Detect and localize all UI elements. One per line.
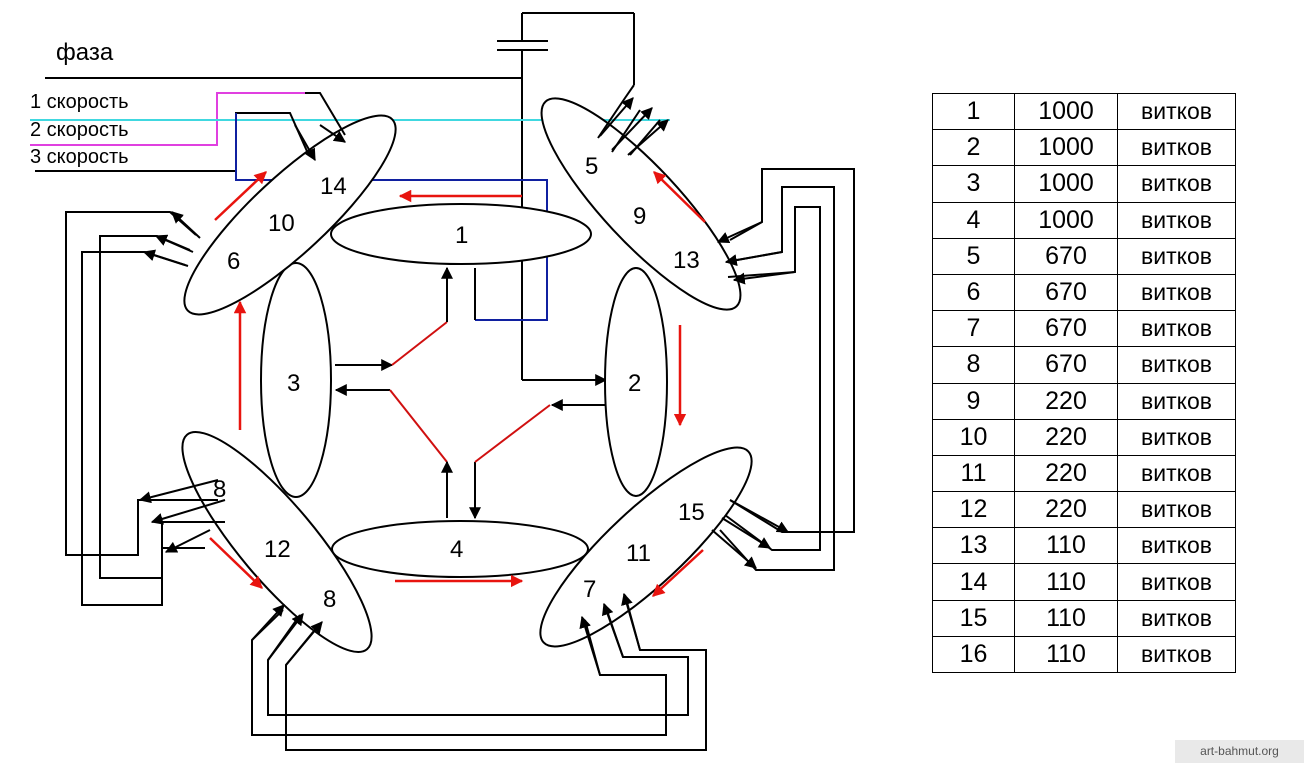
speed-1-label: 1 скорость (30, 91, 129, 113)
coil-number-cell: 14 (932, 563, 1015, 601)
turns-unit-cell: витков (1117, 237, 1236, 275)
phase-label: фаза (56, 39, 114, 66)
coil-number-cell: 13 (932, 527, 1015, 565)
turns-count-cell: 1000 (1014, 129, 1118, 167)
turns-count-cell: 110 (1014, 527, 1118, 565)
turns-count-cell: 220 (1014, 491, 1118, 529)
coil-4 (331, 520, 589, 578)
turns-count-cell: 1000 (1014, 165, 1118, 203)
turns-count-cell: 110 (1014, 635, 1118, 674)
turns-unit-cell: витков (1117, 346, 1236, 384)
coil-3 (260, 262, 332, 498)
coil-9-number: 9 (633, 203, 646, 230)
coil-number-cell: 8 (932, 346, 1015, 384)
coil-12-number: 12 (264, 536, 291, 563)
turns-unit-cell: витков (1117, 599, 1236, 637)
current-direction-arrows (209, 171, 706, 597)
coil-group-upper-right (540, 97, 742, 311)
turns-unit-cell: витков (1117, 92, 1236, 131)
inner-connections (334, 266, 606, 520)
coil-10-number: 10 (268, 210, 295, 237)
turns-unit-cell: витков (1117, 491, 1236, 529)
coil-5-number: 5 (585, 153, 598, 180)
coil-group-lower-right (539, 446, 753, 648)
coil-number-cell: 2 (932, 129, 1015, 167)
turns-unit-cell: витков (1117, 201, 1236, 239)
turns-unit-cell: витков (1117, 454, 1236, 493)
coil-number-cell: 5 (932, 237, 1015, 275)
coil-number-cell: 3 (932, 165, 1015, 203)
coil-8-upper-number: 8 (213, 476, 226, 503)
coil-13-number: 13 (673, 247, 700, 274)
coil-number-cell: 4 (932, 201, 1015, 239)
turns-unit-cell: витков (1117, 129, 1236, 167)
coil-6-number: 6 (227, 248, 240, 275)
turns-count-cell: 220 (1014, 382, 1118, 420)
coil-2 (604, 267, 668, 497)
coil-number-cell: 12 (932, 491, 1015, 529)
coil-8-lower-number: 8 (323, 586, 336, 613)
watermark: art-bahmut.org (1175, 740, 1304, 763)
turns-count-cell: 670 (1014, 237, 1118, 275)
turns-unit-cell: витков (1117, 310, 1236, 348)
coil-number-cell: 6 (932, 273, 1015, 312)
coil-1-number: 1 (455, 222, 468, 249)
turns-count-cell: 1000 (1014, 92, 1118, 131)
turns-count-cell: 670 (1014, 346, 1118, 384)
turns-count-cell: 110 (1014, 563, 1118, 601)
coil-number-cell: 16 (932, 635, 1015, 674)
turns-unit-cell: витков (1117, 165, 1236, 203)
terminal-arrows (138, 97, 796, 676)
coil-number-cell: 11 (932, 454, 1015, 493)
speed-2-label: 2 скорость (30, 119, 129, 141)
coil-14-number: 14 (320, 173, 347, 200)
coil-number-cell: 9 (932, 382, 1015, 420)
coil-11-number: 11 (626, 540, 651, 567)
coil-group-upper-left (183, 114, 397, 316)
turns-unit-cell: витков (1117, 382, 1236, 420)
coil-3-number: 3 (287, 370, 300, 397)
coil-number-cell: 10 (932, 418, 1015, 456)
turns-unit-cell: витков (1117, 635, 1236, 674)
turns-count-cell: 220 (1014, 418, 1118, 456)
turns-unit-cell: витков (1117, 273, 1236, 312)
turns-count-cell: 110 (1014, 599, 1118, 637)
turns-count-cell: 1000 (1014, 201, 1118, 239)
turns-count-cell: 670 (1014, 310, 1118, 348)
turns-count-cell: 670 (1014, 273, 1118, 312)
coil-1 (330, 203, 592, 265)
speed-3-label: 3 скорость (30, 146, 129, 168)
turns-unit-cell: витков (1117, 563, 1236, 601)
coil-number-cell: 1 (932, 92, 1015, 131)
coil-number-cell: 7 (932, 310, 1015, 348)
coil-15-number: 15 (678, 499, 705, 526)
coil-number-cell: 15 (932, 599, 1015, 637)
coil-group-lower-left (181, 431, 373, 653)
turns-unit-cell: витков (1117, 418, 1236, 456)
coil-2-number: 2 (628, 370, 641, 397)
outer-wiring (65, 84, 855, 751)
turns-unit-cell: витков (1117, 527, 1236, 565)
turns-count-cell: 220 (1014, 454, 1118, 493)
coil-4-number: 4 (450, 536, 463, 563)
coil-7-number: 7 (583, 576, 596, 603)
